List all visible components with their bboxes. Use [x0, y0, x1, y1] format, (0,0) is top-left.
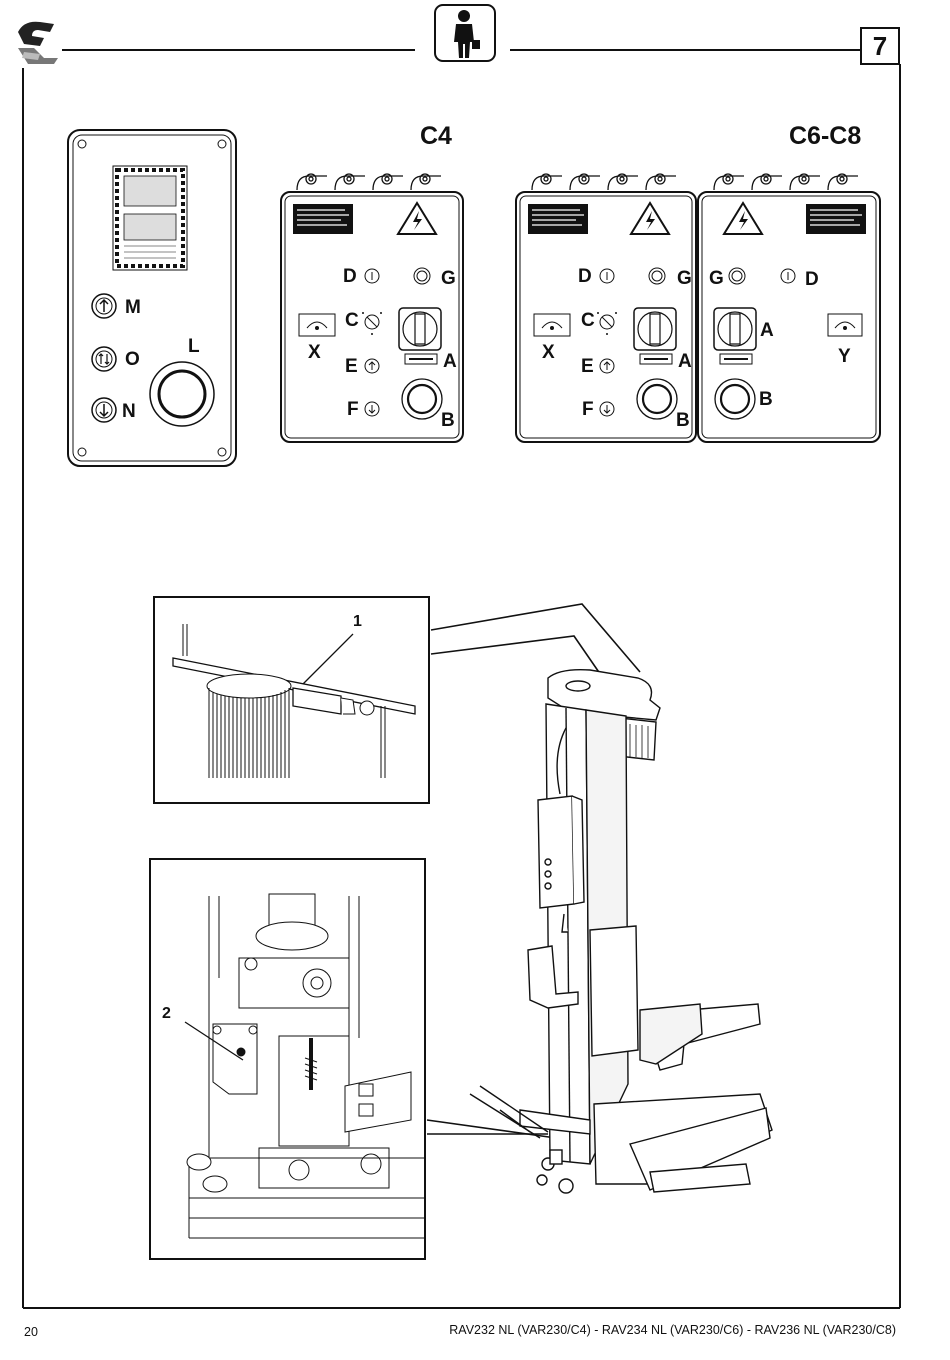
c6-label-c: C	[581, 311, 595, 330]
c4-title: C4	[420, 127, 452, 146]
c6-label-b: B	[676, 411, 690, 430]
c6c8-slave-box	[696, 168, 882, 446]
operator-icon-box	[434, 4, 496, 62]
c4-label-b: B	[441, 411, 455, 430]
c4-label-a: A	[443, 352, 457, 371]
c4-label-x: X	[308, 343, 321, 362]
c6-label-x: X	[542, 343, 555, 362]
c4-label-c: C	[345, 311, 359, 330]
c4-label-d: D	[343, 267, 357, 286]
c4-label-f: F	[347, 400, 359, 419]
up-button-icon	[92, 294, 116, 318]
c8-label-g: G	[709, 269, 724, 288]
detail-2-base-view	[149, 858, 427, 1262]
c6-label-g: G	[677, 269, 692, 288]
c8-label-y: Y	[838, 347, 851, 366]
operator-person-icon	[436, 6, 494, 60]
c6c8-master-box	[514, 168, 698, 446]
c6c8-title: C6-C8	[789, 127, 861, 146]
column-lift-drawing	[460, 664, 780, 1204]
footer-page-number: 20	[24, 1325, 38, 1339]
c6-label-d: D	[578, 267, 592, 286]
callout-1: 1	[353, 612, 362, 631]
selector-knob-icon	[150, 362, 214, 426]
remote-control-panel	[66, 128, 238, 468]
c6-label-a: A	[678, 352, 692, 371]
label-l: L	[188, 337, 200, 356]
c8-label-d: D	[805, 270, 819, 289]
down-button-icon	[92, 398, 116, 422]
label-o: O	[125, 350, 140, 369]
detail-1-switch-view	[153, 596, 431, 806]
c6-label-f: F	[582, 400, 594, 419]
c8-label-b: B	[759, 390, 773, 409]
c4-label-g: G	[441, 269, 456, 288]
label-n: N	[122, 402, 136, 421]
c6-label-e: E	[581, 357, 594, 376]
c8-label-a: A	[760, 321, 774, 340]
brand-logo-icon	[14, 18, 60, 66]
label-m: M	[125, 298, 141, 317]
c4-label-e: E	[345, 357, 358, 376]
footer-model-text: RAV232 NL (VAR230/C4) - RAV234 NL (VAR23…	[426, 1323, 896, 1337]
callout-2: 2	[162, 1004, 171, 1023]
up-down-button-icon	[92, 347, 116, 371]
section-number: 7	[860, 27, 900, 65]
c4-control-box	[279, 168, 465, 446]
